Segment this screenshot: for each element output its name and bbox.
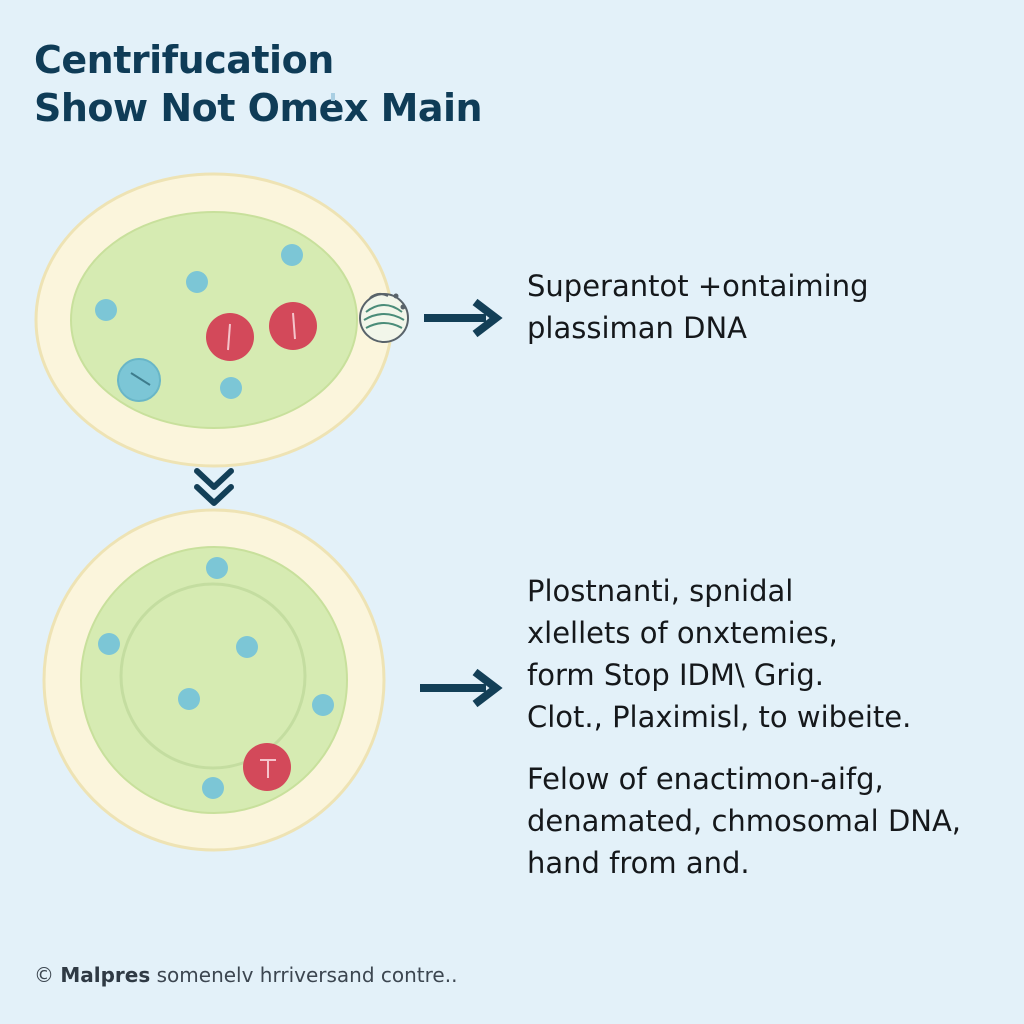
footer-text: somenelv hrriversand contre.. xyxy=(156,963,458,987)
bottom-nucleus-ring xyxy=(119,582,307,770)
bottom-small-particle xyxy=(236,636,258,658)
top-small-particle xyxy=(95,299,117,321)
caption-line: Plostnanti, spnidal xyxy=(527,574,794,608)
top-red-particle xyxy=(206,313,254,361)
caption-line: hand from and. xyxy=(527,846,750,880)
bottom-small-particle xyxy=(312,694,334,716)
bottom-small-particle xyxy=(98,633,120,655)
top-small-particle xyxy=(281,244,303,266)
top-small-particle xyxy=(186,271,208,293)
caption-line: form Stop IDM\ Grig. xyxy=(527,658,824,692)
footer-brand: Malpres xyxy=(60,963,151,987)
supernatant-caption: Superantot +ontaiming plassiman DNA xyxy=(527,265,869,349)
top-cell xyxy=(34,172,409,468)
footer-credit: © Malpres somenelv hrriversand contre.. xyxy=(34,963,457,987)
arrow-down-icon xyxy=(194,468,234,506)
bottom-small-particle xyxy=(202,777,224,799)
text-cursor-mark xyxy=(331,93,335,101)
caption-line: Felow of enactimon-aifg, xyxy=(527,762,884,796)
top-large-blue-particle xyxy=(117,358,161,402)
caption-line: denamated, chmosomal DNA, xyxy=(527,804,962,838)
caption-line: Clot., Plaximisl, to wibeite. xyxy=(527,700,912,734)
bottom-small-particle xyxy=(178,688,200,710)
title-line-2: Show Not Omex Main xyxy=(34,86,483,130)
bottom-cell xyxy=(42,508,386,852)
copyright-symbol: © xyxy=(34,963,54,987)
caption-line: Superantot +ontaiming xyxy=(527,269,869,303)
arrow-right-icon xyxy=(420,668,503,708)
pellet-caption: Plostnanti, spnidal xlellets of onxtemie… xyxy=(527,570,911,738)
caption-line: xlellets of onxtemies, xyxy=(527,616,838,650)
chromosomal-caption: Felow of enactimon-aifg, denamated, chmo… xyxy=(527,758,961,884)
title-line-1: Centrifucation xyxy=(34,38,334,82)
caption-line: plassiman DNA xyxy=(527,311,747,345)
bottom-red-particle xyxy=(243,743,291,791)
top-small-particle xyxy=(220,377,242,399)
arrow-right-icon xyxy=(424,298,503,338)
bottom-small-particle xyxy=(206,557,228,579)
top-red-particle xyxy=(269,302,317,350)
plasmid-dna-icon xyxy=(359,292,409,343)
